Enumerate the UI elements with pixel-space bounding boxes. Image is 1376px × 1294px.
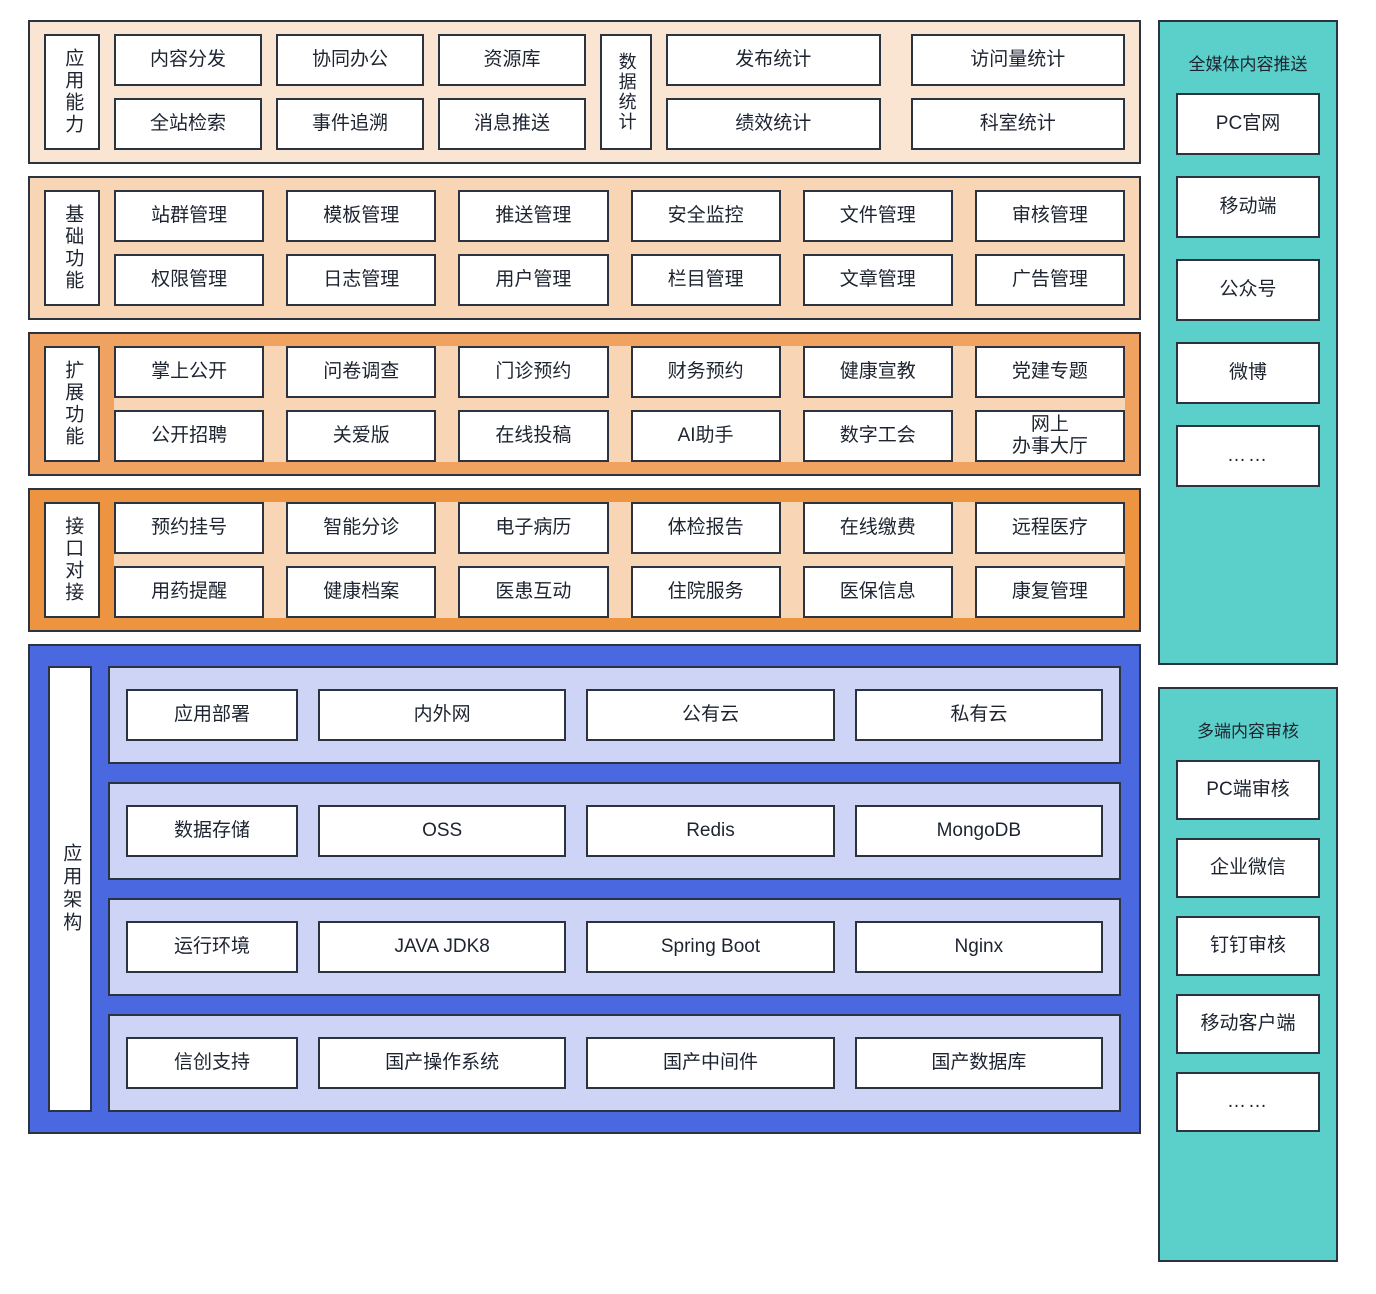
cell-department-statistics[interactable]: 科室统计 xyxy=(910,98,1125,150)
cell-domestic-database[interactable]: 国产数据库 xyxy=(854,1037,1103,1089)
cell-spring-boot[interactable]: Spring Boot xyxy=(586,921,835,973)
cell-file-management[interactable]: 文件管理 xyxy=(802,190,953,242)
cell-collaborative-office[interactable]: 协同办公 xyxy=(276,34,424,86)
cell-online-service-hall[interactable]: 网上 办事大厅 xyxy=(974,410,1125,462)
cell-pc-audit[interactable]: PC端审核 xyxy=(1176,760,1320,820)
panel-omni-media-push: 全媒体内容推送 PC官网 移动端 公众号 微博 …… xyxy=(1158,20,1338,665)
cell-ad-management[interactable]: 广告管理 xyxy=(974,254,1125,306)
cell-pc-website[interactable]: PC官网 xyxy=(1176,93,1320,155)
cell-performance-statistics[interactable]: 绩效统计 xyxy=(666,98,881,150)
cell-event-tracing[interactable]: 事件追溯 xyxy=(276,98,424,150)
app-capability-left-grid: 内容分发 协同办公 资源库 全站检索 事件追溯 消息推送 xyxy=(114,34,586,150)
cell-oss[interactable]: OSS xyxy=(318,805,567,857)
cell-finance-appointment[interactable]: 财务预约 xyxy=(630,346,781,398)
layer-app-architecture: 应用架构 应用部署 内外网 公有云 私有云 数据存储 OSS Redis Mon… xyxy=(28,644,1141,1134)
arch-row-xinchuang: 信创支持 国产操作系统 国产中间件 国产数据库 xyxy=(108,1014,1121,1112)
cell-audit-management[interactable]: 审核管理 xyxy=(974,190,1125,242)
cell-internal-external-network[interactable]: 内外网 xyxy=(318,689,567,741)
cell-log-management[interactable]: 日志管理 xyxy=(286,254,437,306)
layer-interface-integration: 接口对接 预约挂号 智能分诊 电子病历 体检报告 在线缴费 远程医疗 用药提醒 … xyxy=(28,488,1141,632)
cell-rehabilitation-management[interactable]: 康复管理 xyxy=(974,566,1125,618)
cell-public-cloud[interactable]: 公有云 xyxy=(586,689,835,741)
arch-row-runtime: 运行环境 JAVA JDK8 Spring Boot Nginx xyxy=(108,898,1121,996)
cell-outpatient-appointment[interactable]: 门诊预约 xyxy=(458,346,609,398)
cell-health-record[interactable]: 健康档案 xyxy=(286,566,437,618)
cell-online-payment[interactable]: 在线缴费 xyxy=(802,502,953,554)
cell-site-cluster-management[interactable]: 站群管理 xyxy=(114,190,265,242)
cell-redis[interactable]: Redis xyxy=(586,805,835,857)
cell-questionnaire-survey[interactable]: 问卷调查 xyxy=(286,346,437,398)
cell-care-edition[interactable]: 关爱版 xyxy=(286,410,437,462)
cell-domestic-middleware[interactable]: 国产中间件 xyxy=(586,1037,835,1089)
cell-publish-statistics[interactable]: 发布统计 xyxy=(666,34,881,86)
arch-row-deployment: 应用部署 内外网 公有云 私有云 xyxy=(108,666,1121,764)
cell-template-management[interactable]: 模板管理 xyxy=(286,190,437,242)
cell-digital-union[interactable]: 数字工会 xyxy=(802,410,953,462)
cell-medication-reminder[interactable]: 用药提醒 xyxy=(114,566,265,618)
cell-ai-assistant[interactable]: AI助手 xyxy=(630,410,781,462)
cell-mongodb[interactable]: MongoDB xyxy=(854,805,1103,857)
cell-mobile-client[interactable]: 移动客户端 xyxy=(1176,994,1320,1054)
panel-title-multi-terminal-audit: 多端内容审核 xyxy=(1197,722,1299,741)
app-capability-stats-grid: 发布统计 访问量统计 绩效统计 科室统计 xyxy=(666,34,1125,150)
layer-label-app-capability: 应用能力 xyxy=(44,34,100,150)
cell-weibo[interactable]: 微博 xyxy=(1176,342,1320,404)
cell-article-management[interactable]: 文章管理 xyxy=(802,254,953,306)
cell-visit-statistics[interactable]: 访问量统计 xyxy=(910,34,1125,86)
cell-mobile-disclosure[interactable]: 掌上公开 xyxy=(114,346,265,398)
arch-row-storage: 数据存储 OSS Redis MongoDB xyxy=(108,782,1121,880)
cell-public-recruitment[interactable]: 公开招聘 xyxy=(114,410,265,462)
cell-private-cloud[interactable]: 私有云 xyxy=(854,689,1103,741)
cell-official-account[interactable]: 公众号 xyxy=(1176,259,1320,321)
cell-dingtalk-audit[interactable]: 钉钉审核 xyxy=(1176,916,1320,976)
cell-party-building-topic[interactable]: 党建专题 xyxy=(974,346,1125,398)
cell-resource-library[interactable]: 资源库 xyxy=(438,34,586,86)
layer-label-app-architecture: 应用架构 xyxy=(48,666,92,1112)
cell-mobile-terminal[interactable]: 移动端 xyxy=(1176,176,1320,238)
cell-user-management[interactable]: 用户管理 xyxy=(458,254,609,306)
cell-content-distribution[interactable]: 内容分发 xyxy=(114,34,262,86)
layer-label-interface-integration: 接口对接 xyxy=(44,502,100,618)
layer-app-capability: 应用能力 内容分发 协同办公 资源库 全站检索 事件追溯 消息推送 数据统计 xyxy=(28,20,1141,164)
side-panels-column: 全媒体内容推送 PC官网 移动端 公众号 微博 …… 多端内容审核 PC端审核 … xyxy=(1158,20,1338,1262)
cell-electronic-medical-record[interactable]: 电子病历 xyxy=(458,502,609,554)
cell-push-management[interactable]: 推送管理 xyxy=(458,190,609,242)
sub-label-data-statistics: 数据统计 xyxy=(600,34,652,150)
layer-label-basic-function: 基础功能 xyxy=(44,190,100,306)
cell-permission-management[interactable]: 权限管理 xyxy=(114,254,265,306)
cell-column-management[interactable]: 栏目管理 xyxy=(630,254,781,306)
cell-appointment-registration[interactable]: 预约挂号 xyxy=(114,502,265,554)
cell-smart-triage[interactable]: 智能分诊 xyxy=(286,502,437,554)
cell-physical-exam-report[interactable]: 体检报告 xyxy=(630,502,781,554)
panel-title-omni-media-push: 全媒体内容推送 xyxy=(1188,55,1308,74)
layer-label-extended-function: 扩展功能 xyxy=(44,346,100,462)
cell-security-monitoring[interactable]: 安全监控 xyxy=(630,190,781,242)
cell-online-submission[interactable]: 在线投稿 xyxy=(458,410,609,462)
cell-java-jdk8[interactable]: JAVA JDK8 xyxy=(318,921,567,973)
cell-health-education[interactable]: 健康宣教 xyxy=(802,346,953,398)
cell-nginx[interactable]: Nginx xyxy=(854,921,1103,973)
panel-multi-terminal-audit: 多端内容审核 PC端审核 企业微信 钉钉审核 移动客户端 …… xyxy=(1158,687,1338,1262)
main-layers-column: 应用能力 内容分发 协同办公 资源库 全站检索 事件追溯 消息推送 数据统计 xyxy=(28,20,1141,1134)
cell-inpatient-service[interactable]: 住院服务 xyxy=(630,566,781,618)
cell-medical-insurance-info[interactable]: 医保信息 xyxy=(802,566,953,618)
cell-wecom[interactable]: 企业微信 xyxy=(1176,838,1320,898)
cell-doctor-patient-interaction[interactable]: 医患互动 xyxy=(458,566,609,618)
cell-telemedicine[interactable]: 远程医疗 xyxy=(974,502,1125,554)
cell-domestic-os[interactable]: 国产操作系统 xyxy=(318,1037,567,1089)
layer-extended-function: 扩展功能 掌上公开 问卷调查 门诊预约 财务预约 健康宣教 党建专题 公开招聘 … xyxy=(28,332,1141,476)
layer-basic-function: 基础功能 站群管理 模板管理 推送管理 安全监控 文件管理 审核管理 权限管理 … xyxy=(28,176,1141,320)
cell-app-deployment[interactable]: 应用部署 xyxy=(126,689,298,741)
cell-more-push[interactable]: …… xyxy=(1176,425,1320,487)
cell-data-storage[interactable]: 数据存储 xyxy=(126,805,298,857)
cell-site-wide-search[interactable]: 全站检索 xyxy=(114,98,262,150)
cell-xinchuang-support[interactable]: 信创支持 xyxy=(126,1037,298,1089)
cell-message-push[interactable]: 消息推送 xyxy=(438,98,586,150)
cell-runtime-environment[interactable]: 运行环境 xyxy=(126,921,298,973)
cell-more-audit[interactable]: …… xyxy=(1176,1072,1320,1132)
